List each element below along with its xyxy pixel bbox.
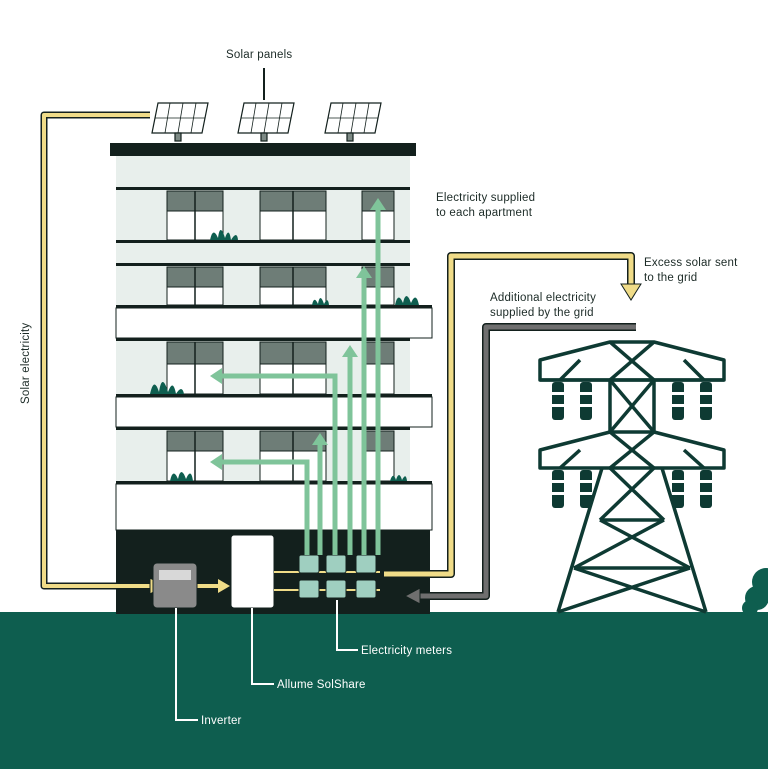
- plants: [150, 230, 419, 481]
- solshare-callout-line: [251, 608, 274, 685]
- electricity-meters-label: Electricity meters: [361, 645, 452, 657]
- solshare-box: [230, 534, 275, 609]
- apartment-arrowheads: [210, 198, 386, 470]
- apartment-supply-label-line1: Electricity supplied: [436, 192, 535, 204]
- apartment-supply-arrows: [222, 210, 381, 555]
- inverter-label: Inverter: [201, 715, 242, 727]
- roof-slab: [110, 143, 416, 156]
- grid-supply-label-line2: supplied by the grid: [490, 307, 594, 319]
- excess-solar-label-line2: to the grid: [644, 272, 697, 284]
- tower-insulators: [552, 382, 712, 508]
- solar-panel: [151, 102, 209, 142]
- inverter-box: [152, 562, 198, 609]
- apartment-supply-label-line2: to each apartment: [436, 207, 533, 219]
- callout-lines: [175, 600, 358, 721]
- floor-lines: [116, 187, 432, 484]
- solar-panels-label: Solar panels: [226, 49, 292, 61]
- electricity-meters: [298, 554, 377, 599]
- inverter-arrowhead: [218, 579, 230, 593]
- allume-solshare-label: Allume SolShare: [277, 679, 366, 691]
- solar-panel: [237, 102, 295, 142]
- insulator-bands: [552, 392, 712, 495]
- solar-panels-group: [151, 102, 382, 142]
- excess-solar-label-line1: Excess solar sent: [644, 257, 738, 269]
- meters-callout-line: [336, 600, 358, 651]
- grid-supply-arrowhead: [403, 587, 421, 605]
- grid-supply-label-line1: Additional electricity: [490, 292, 596, 304]
- solar-electricity-label: Solar electricity: [20, 323, 32, 404]
- ground: [0, 612, 768, 769]
- excess-solar-arrowhead: [620, 283, 642, 301]
- bush-right: [742, 568, 768, 616]
- inverter-callout-line: [175, 608, 198, 721]
- transmission-tower: [538, 340, 726, 614]
- solar-panel: [324, 102, 382, 142]
